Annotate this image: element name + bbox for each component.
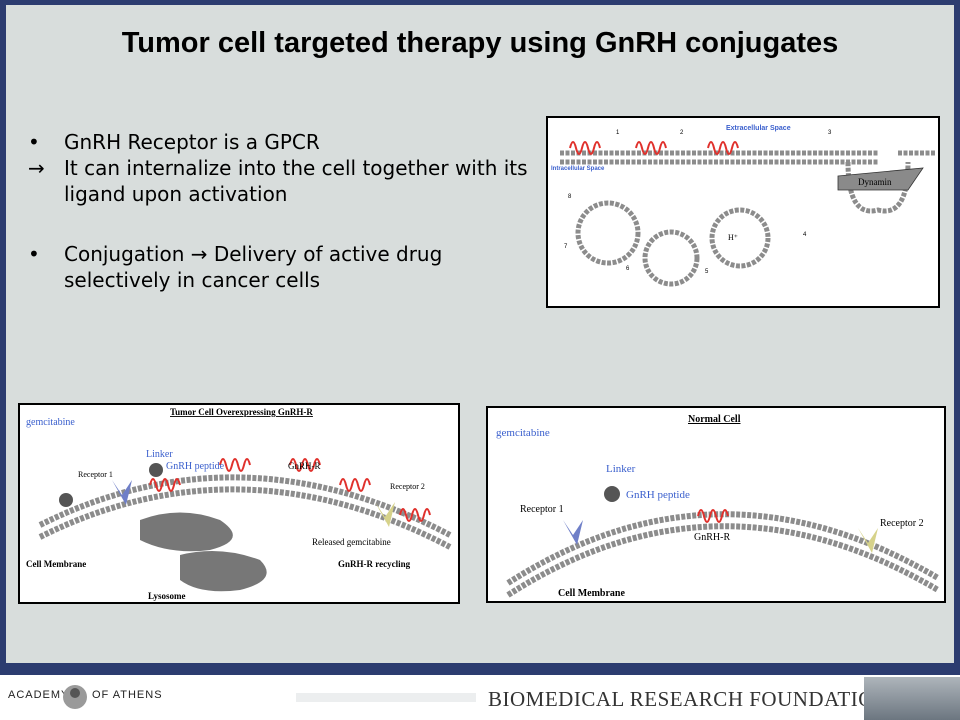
receptor2-label: Receptor 2: [390, 482, 425, 491]
gnrh-peptide-label: GnRH peptide: [626, 489, 690, 501]
linker-label: Linker: [146, 449, 173, 460]
normal-cell-diagram: Normal Cell gemcitabine Linker GnRH pept…: [496, 414, 940, 599]
academy-label-left: ACADEMY: [8, 689, 70, 701]
dynamin-shape: Dynamin: [837, 167, 924, 191]
step-numbers: 1 2 3 4 5 6 7 8: [564, 130, 832, 275]
foundation-name: BIOMEDICAL RESEARCH FOUNDATION: [488, 687, 890, 711]
extracellular-label: Extracellular Space: [726, 125, 791, 132]
cell-membrane-label: Cell Membrane: [26, 559, 86, 569]
lysosome-shape: [180, 551, 267, 592]
svg-text:8: 8: [568, 194, 572, 200]
bullet-list: • GnRH Receptor is a GPCR → It can inter…: [28, 129, 548, 293]
cell-membrane-arc: [38, 474, 452, 538]
footer-bar: ACADEMY OF ATHENS BIOMEDICAL RESEARCH FO…: [0, 675, 960, 720]
endosome-shape: [140, 512, 233, 552]
svg-text:6: 6: [626, 266, 630, 272]
tumor-cell-figure: Tumor Cell Overexpressing GnRH-R gemcita…: [18, 403, 460, 604]
building-photo: [864, 677, 960, 720]
cell-membrane-arc: [506, 511, 940, 586]
slide: Tumor cell targeted therapy using GnRH c…: [6, 5, 954, 663]
academy-logo-icon: [63, 685, 87, 709]
gnrhr-label: GnRH-R: [694, 532, 730, 543]
vesicles: [575, 200, 771, 287]
gnrhr-receptor: [697, 509, 729, 523]
svg-text:1: 1: [616, 130, 620, 136]
svg-text:3: 3: [828, 130, 832, 136]
svg-text:5: 5: [705, 269, 709, 275]
slide-title: Tumor cell targeted therapy using GnRH c…: [121, 27, 839, 59]
receptor2-shape: [375, 502, 395, 527]
receptor2-label: Receptor 2: [880, 518, 924, 529]
normal-figure-title: Normal Cell: [688, 414, 741, 425]
gemcitabine-ball: [59, 493, 73, 507]
gnrhr-label: GnRH-R: [288, 461, 321, 471]
linker-label: Linker: [606, 463, 636, 475]
tumor-cell-diagram: Tumor Cell Overexpressing GnRH-R gemcita…: [26, 407, 452, 601]
bullet-item: • Conjugation → Delivery of active drug …: [28, 241, 548, 293]
svg-text:7: 7: [564, 244, 568, 250]
academy-label-right: OF ATHENS: [92, 689, 163, 701]
bullet-text: It can internalize into the cell togethe…: [64, 156, 528, 206]
proton-label: H⁺: [728, 233, 738, 242]
gnrh-peptide-label: GnRH peptide: [166, 461, 225, 472]
arrow-marker: →: [28, 156, 45, 180]
bullet-marker: •: [28, 130, 40, 154]
receptor1-label: Receptor 1: [520, 504, 564, 515]
recycling-label: GnRH-R recycling: [338, 559, 411, 569]
gnrhr-receptors: [149, 458, 431, 522]
internalization-figure: Extracellular Space Intracellular Space …: [546, 116, 940, 308]
svg-text:4: 4: [803, 232, 807, 238]
svg-text:2: 2: [680, 130, 684, 136]
lysosome-label: Lysosome: [148, 591, 186, 601]
bullet-text: GnRH Receptor is a GPCR: [64, 130, 320, 154]
receptor1-shape: [563, 520, 583, 545]
receptor-group: [569, 141, 739, 155]
internalization-diagram: Extracellular Space Intracellular Space …: [551, 125, 936, 287]
receptor1-label: Receptor 1: [78, 470, 113, 479]
svg-text:Dynamin: Dynamin: [858, 177, 892, 187]
gemcitabine-label: gemcitabine: [496, 427, 550, 439]
bullet-item: • GnRH Receptor is a GPCR: [28, 129, 548, 155]
intracellular-label: Intracellular Space: [551, 166, 605, 172]
bullet-marker: •: [28, 242, 40, 266]
tumor-figure-title: Tumor Cell Overexpressing GnRH-R: [170, 407, 313, 417]
gemcitabine-ball: [604, 486, 620, 502]
bullet-item: → It can internalize into the cell toget…: [28, 155, 548, 207]
cell-membrane-label: Cell Membrane: [558, 588, 625, 599]
normal-cell-figure: Normal Cell gemcitabine Linker GnRH pept…: [486, 406, 946, 603]
receptor1-shape: [112, 480, 132, 505]
receptor2-shape: [858, 528, 878, 553]
released-label: Released gemcitabine: [312, 537, 391, 547]
gemcitabine-label: gemcitabine: [26, 417, 75, 428]
bullet-text: Conjugation → Delivery of active drug se…: [64, 242, 443, 292]
